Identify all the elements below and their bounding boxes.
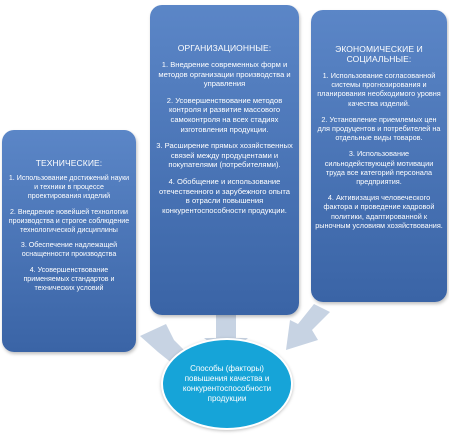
economic-item: 2. Установление приемлемых цен для проду…: [317, 114, 441, 143]
economic-item: 1. Использование согласованной системы п…: [317, 71, 441, 108]
arrow-from-economic: [286, 304, 330, 350]
organizational-factors-box: ОРГАНИЗАЦИОННЫЕ: 1. Внедрение современны…: [150, 5, 299, 315]
technical-factors-box: ТЕХНИЧЕСКИЕ: 1. Использование достижений…: [2, 130, 136, 352]
economic-title: ЭКОНОМИЧЕСКИЕ И СОЦИАЛЬНЫЕ:: [335, 44, 423, 64]
technical-item: 3. Обеспечение надлежащей оснащенности п…: [20, 241, 118, 259]
technical-item: 4. Усовершенствование применяемых станда…: [23, 265, 115, 293]
technical-title: ТЕХНИЧЕСКИЕ:: [35, 158, 103, 168]
organizational-item: 1. Внедрение современных форм и методов …: [158, 60, 291, 89]
technical-item: 2. Внедрение новейшей технологии произво…: [8, 207, 130, 235]
organizational-item: 4. Обобщение и использование отечественн…: [159, 176, 290, 215]
technical-item: 1. Использование достижений науки и техн…: [8, 174, 130, 201]
economic-social-factors-box: ЭКОНОМИЧЕСКИЕ И СОЦИАЛЬНЫЕ: 1. Использов…: [311, 10, 447, 302]
economic-item: 3. Использование сильнодействующей мотив…: [324, 149, 434, 187]
center-goal-ellipse: Способы (факторы) повышения качества и к…: [161, 338, 293, 430]
organizational-item: 3. Расширение прямых хозяйственных связе…: [156, 141, 293, 170]
organizational-title: ОРГАНИЗАЦИОННЫЕ:: [177, 43, 272, 53]
center-goal-label: Способы (факторы) повышения качества и к…: [182, 364, 272, 403]
economic-item: 4. Активизация человеческого фактора и п…: [315, 193, 443, 230]
organizational-item: 2. Усовершенствование методов контроля и…: [166, 95, 283, 134]
